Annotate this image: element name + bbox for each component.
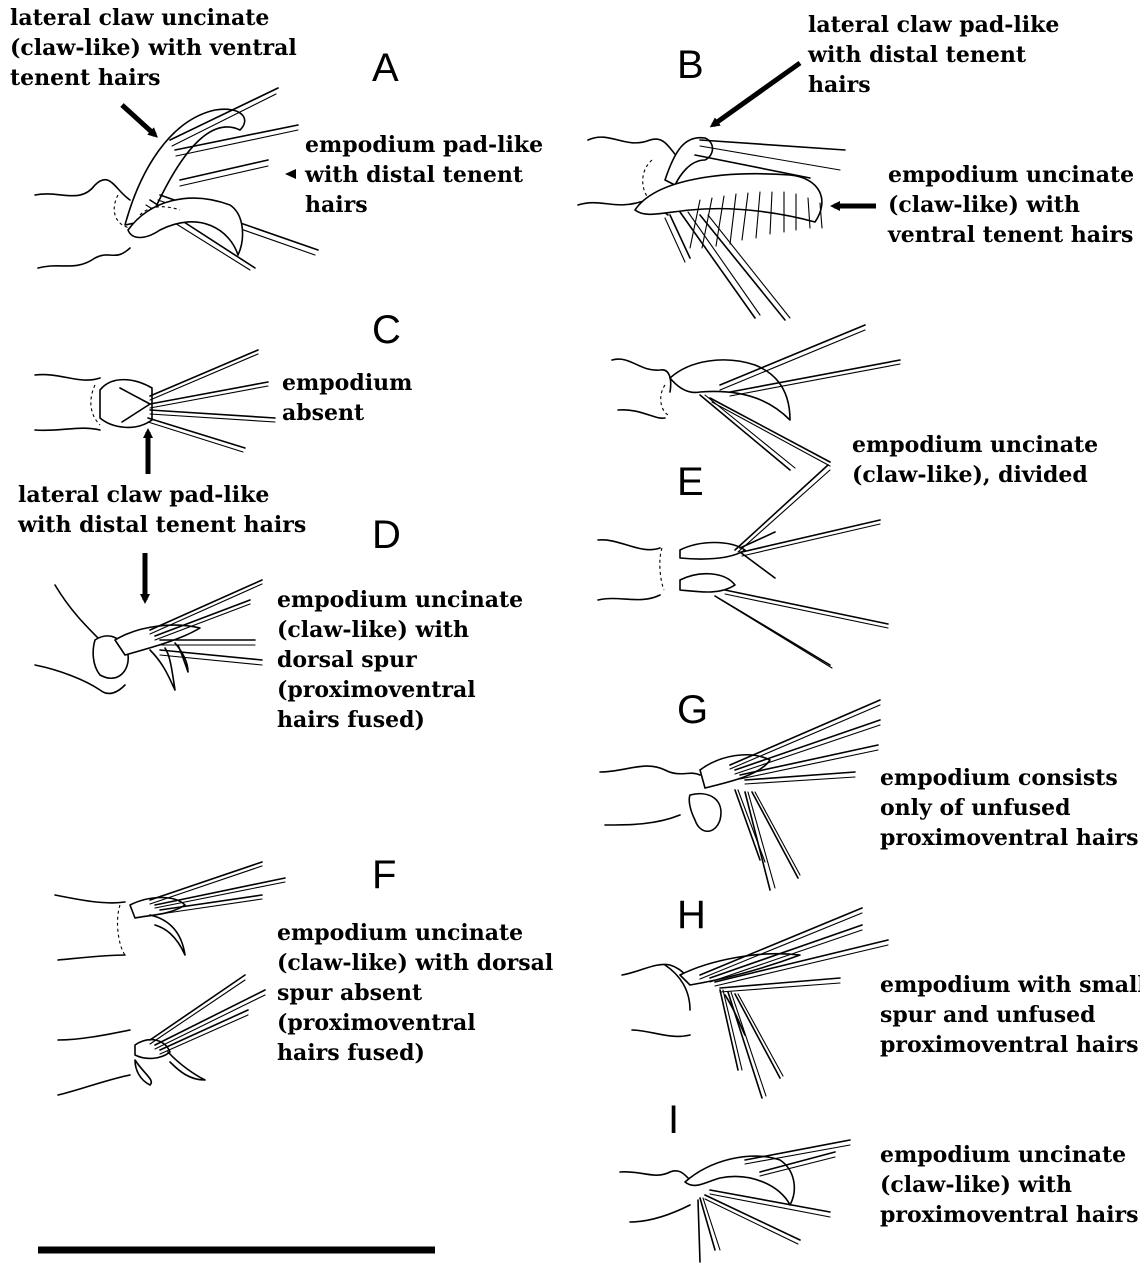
annotation-d-empodium: empodium uncinate (claw-like) with dorsa… <box>277 585 523 735</box>
panel-d-drawing <box>35 580 262 693</box>
panel-f-drawing <box>55 862 285 1095</box>
panel-b-drawing <box>578 137 845 320</box>
annotation-b-empodium: empodium uncinate (claw-like) with ventr… <box>888 160 1134 250</box>
annotation-a-lateral-claw: lateral claw uncinate (claw-like) with v… <box>10 3 297 93</box>
panel-label-g: G <box>677 690 708 730</box>
panel-label-f: F <box>372 855 396 895</box>
annotation-g-empodium: empodium consists only of unfused proxim… <box>880 763 1138 853</box>
panel-label-c: C <box>372 310 401 350</box>
annotation-i-empodium: empodium uncinate (claw-like) with proxi… <box>880 1140 1138 1230</box>
panel-a-drawing <box>35 88 318 270</box>
panel-label-b: B <box>677 45 704 85</box>
panel-label-h: H <box>677 895 706 935</box>
panel-i-drawing <box>620 1140 850 1262</box>
annotation-b-lateral-claw: lateral claw pad-like with distal tenent… <box>808 10 1059 100</box>
annotation-h-empodium: empodium with small spur and unfused pro… <box>880 970 1140 1060</box>
panel-h-drawing <box>622 908 888 1098</box>
panel-g-drawing <box>600 700 880 890</box>
arrowhead-empodium-a <box>285 169 296 179</box>
panel-label-d: D <box>372 515 401 555</box>
annotation-c-empodium: empodium absent <box>282 368 412 428</box>
annotation-c-lateral-claw: lateral claw pad-like with distal tenent… <box>18 480 306 540</box>
panel-e-drawing <box>598 325 900 668</box>
arrow-lateral-claw-b <box>713 63 800 125</box>
panel-label-e: E <box>677 462 704 502</box>
panel-label-i: I <box>668 1100 679 1140</box>
panel-c-drawing <box>35 350 275 452</box>
panel-label-a: A <box>372 48 399 88</box>
annotation-e-empodium: empodium uncinate (claw-like), divided <box>852 430 1098 490</box>
annotation-f-empodium: empodium uncinate (claw-like) with dorsa… <box>277 918 553 1068</box>
arrow-lateral-claw-a <box>122 105 155 135</box>
annotation-a-empodium: empodium pad-like with distal tenent hai… <box>305 130 543 220</box>
